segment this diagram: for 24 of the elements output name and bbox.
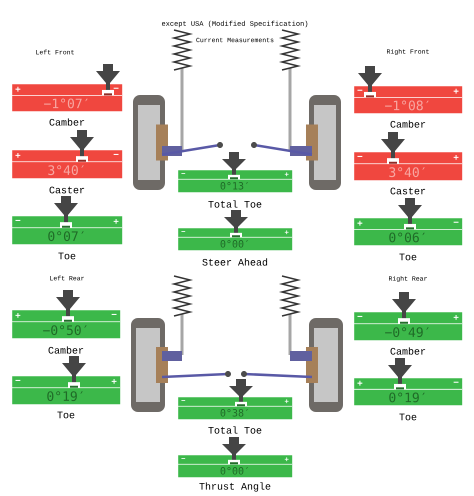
caption-text: Camber [390, 120, 426, 128]
caption-text: Total Toe [208, 200, 262, 208]
caption-text: Caster [50, 186, 84, 194]
gauge: − + 0°07′ [12, 196, 122, 244]
caption-text: Total Toe [208, 426, 262, 434]
gauge: − + 0°19′ [12, 356, 120, 404]
gauge: + − −1°07′ [12, 64, 122, 112]
caption-text: Caster [390, 188, 426, 194]
caption-text: Camber [48, 346, 84, 354]
gauge: + − −0°50′ [12, 290, 120, 338]
caption-text: Camber [50, 118, 84, 126]
gauge: − + 3°40′ [354, 132, 462, 180]
caption-text: Thrust Angle [199, 482, 270, 492]
caption-text: Toe [57, 412, 74, 418]
gauge: − + −1°08′ [354, 66, 462, 114]
gauge: + − 3°40′ [12, 130, 122, 178]
gauge: + − 0°06′ [354, 198, 462, 246]
gauge: − + −0°49′ [354, 292, 462, 340]
caption-text: Camber [390, 347, 426, 355]
caption-text: Steer Ahead [202, 258, 268, 266]
caption-text: Toe [399, 254, 416, 260]
caption-text: Toe [399, 414, 416, 420]
caption-text: Toe [58, 252, 76, 260]
gauge: + − 0°19′ [354, 358, 462, 406]
